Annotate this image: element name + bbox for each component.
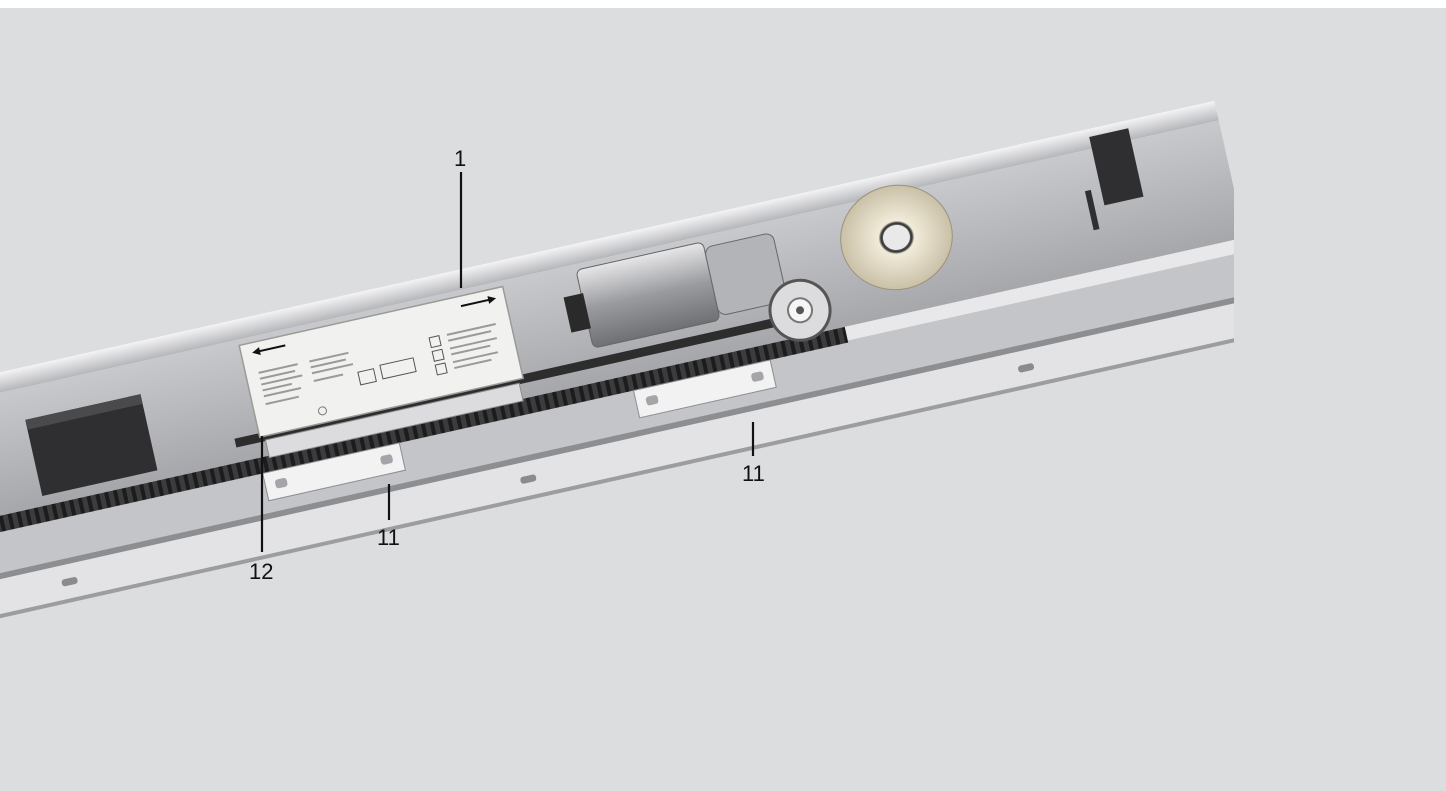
mounting-bracket-1 (262, 442, 407, 502)
callout-1: 1 (454, 146, 467, 171)
belt-pulley (768, 278, 832, 342)
callout-11-right: 11 (742, 461, 765, 486)
end-stop-right (1089, 128, 1144, 206)
toroidal-transformer (840, 184, 953, 291)
gear-motor (563, 233, 787, 348)
callout-12: 12 (249, 559, 274, 584)
callout-11-left: 11 (377, 525, 400, 550)
carriage-plate (264, 382, 524, 459)
controller-board (238, 285, 525, 439)
mounting-bracket-2 (632, 359, 777, 419)
drive-belt (234, 307, 822, 448)
profile-top-lip (0, 100, 1219, 433)
toothed-rack (0, 326, 849, 566)
